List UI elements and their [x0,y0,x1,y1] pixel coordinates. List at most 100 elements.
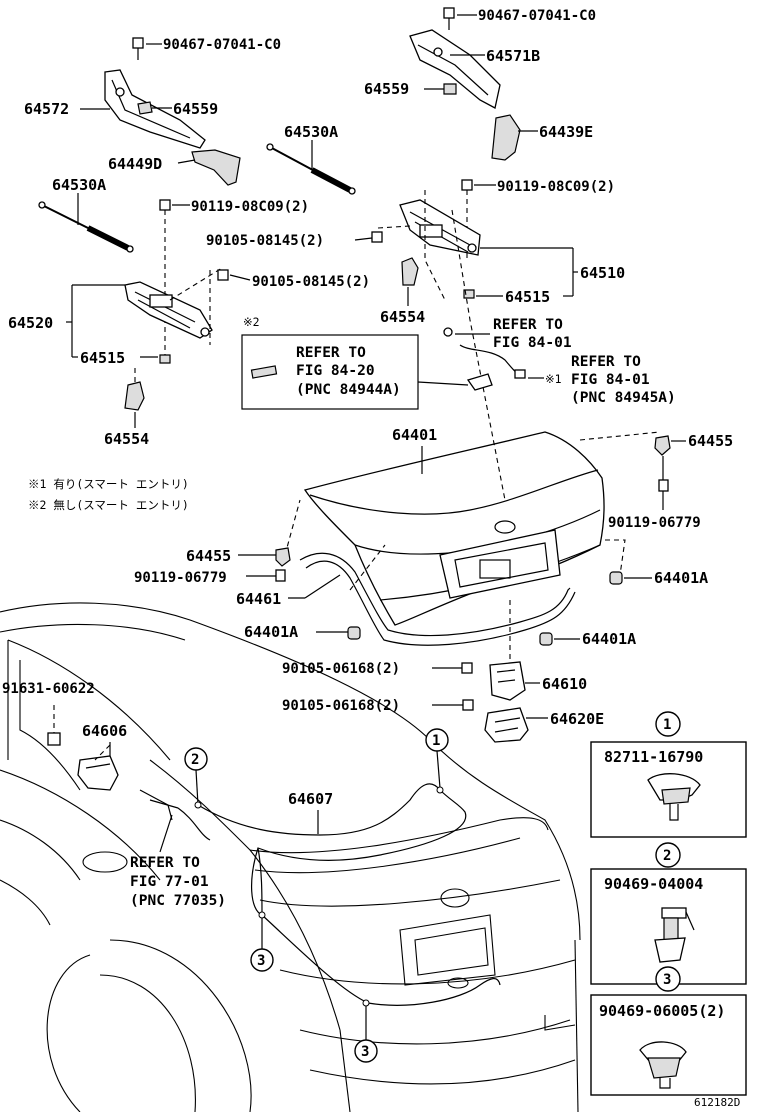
ref3-line2: FIG 84-20 [296,363,375,379]
ref4-line3: (PNC 77035) [130,893,226,909]
hinge-64571b [409,29,501,109]
ref3-line1: REFER TO [296,345,366,361]
label-64401a-a: 64401A [654,569,708,587]
label-64401a-b: 64401A [244,623,298,641]
stop-64455-left [275,547,291,567]
bolt-top-right [443,7,455,30]
bolt-90105-06168-b [462,699,474,711]
lever-64606 [47,705,119,791]
detail-1-number: 1 [663,717,671,733]
label-91631: 91631-60622 [2,681,95,697]
label-64515-a: 64515 [505,288,550,306]
ref4-line1: REFER TO [130,855,200,871]
ref3-line3: (PNC 84944A) [296,382,401,398]
callout-1-cable: 1 [432,733,440,749]
car-body [0,602,581,1112]
detail-1-part: 82711-16790 [604,748,703,766]
screw-90119-06779-right [658,479,669,492]
detail-3: 3 90469-06005(2) [590,966,747,1096]
label-64515-b: 64515 [80,349,125,367]
label-64610: 64610 [542,675,587,693]
label-90467-a: 90467-07041-C0 [478,8,596,24]
lock-64610 [489,600,526,701]
ref2-mark: ※1 [545,372,562,386]
ref2-line3: (PNC 84945A) [571,390,676,406]
label-64401a-c: 64401A [582,630,636,648]
hinge-64510 [377,190,481,301]
label-90105-08145-a: 90105-08145(2) [206,233,324,249]
detail-1: 1 82711-16790 [590,711,747,838]
strut-64530a-right [266,143,356,195]
label-64572: 64572 [24,100,69,118]
clip-64559-left [137,101,153,115]
note-2: ※2 無し(スマート エントリ) [28,498,189,512]
label-64559-b: 64559 [364,80,409,98]
callout-3-cable-b: 3 [361,1044,369,1060]
detail-3-part: 90469-06005(2) [599,1002,725,1020]
label-90105-06168-a: 90105-06168(2) [282,661,400,677]
cover-64439e [491,114,521,161]
label-64554-b: 64554 [104,430,149,448]
ref2-line1: REFER TO [571,354,641,370]
hinge-64520 [124,267,223,345]
cushion-64401a-left [347,626,361,640]
note-1: ※1 有り(スマート エントリ) [28,477,189,491]
diagram-code: 612182D [694,1096,740,1109]
detail-2-part: 90469-04004 [604,875,703,893]
bumper-64554-right [401,257,419,286]
bolt-90119-08c09-left [159,199,171,355]
label-64530a-b: 64530A [52,176,106,194]
label-64606: 64606 [82,722,127,740]
opener-switch [443,327,526,391]
ref2-line2: FIG 84-01 [571,372,650,388]
label-90467-b: 90467-07041-C0 [163,37,281,53]
label-64439e: 64439E [539,123,593,141]
stopper-64515-left [159,354,171,364]
bolt-top-left [132,37,144,60]
label-64530a-a: 64530A [284,123,338,141]
detail-2: 2 90469-04004 [590,842,747,985]
labels: 90467-07041-C0 90467-07041-C0 64571B 645… [2,8,740,1109]
weatherstrip-64461 [299,552,576,646]
clip-64559-right [443,83,457,95]
cushion-64401a-right [609,571,623,585]
hinge-64572 [104,69,206,149]
opener-switch-alt [250,365,278,379]
detail-3-number: 3 [663,972,671,988]
stopper-64515-right [463,289,475,299]
latch-64620e [484,707,529,743]
label-64449d: 64449D [108,155,162,173]
label-90119-06779-a: 90119-06779 [608,515,701,531]
label-64620e: 64620E [550,710,604,728]
detail-2-number: 2 [663,848,671,864]
label-64520: 64520 [8,314,53,332]
label-64455-a: 64455 [688,432,733,450]
label-64510: 64510 [580,264,625,282]
label-90105-08145-b: 90105-08145(2) [252,274,370,290]
ref1-line2: FIG 84-01 [493,335,572,351]
bumper-64554-left [124,381,145,411]
ref4-line2: FIG 77-01 [130,874,209,890]
screw-90119-06779-left [275,569,286,582]
callout-3-cable-a: 3 [257,953,265,969]
label-90119-08c09-b: 90119-08C09(2) [191,199,309,215]
bolt-90105-08145-left [217,269,229,281]
cover-64449d [191,149,241,186]
label-64571b: 64571B [486,47,540,65]
label-64607: 64607 [288,790,333,808]
label-64554-a: 64554 [380,308,425,326]
callouts: 1 2 3 3 [184,728,449,1063]
strut-64530a-left [38,201,134,253]
cushion-64401a-bottom [539,632,553,646]
ref1-line1: REFER TO [493,317,563,333]
label-64401: 64401 [392,426,437,444]
label-90119-08c09-a: 90119-08C09(2) [497,179,615,195]
trunk-lid-64401 [284,209,661,626]
cable-64607 [139,783,501,1006]
label-90105-06168-b: 90105-06168(2) [282,698,400,714]
label-90119-06779-b: 90119-06779 [134,570,227,586]
bolt-90105-06168-a [461,662,473,674]
bolt-90105-08145-right [371,231,383,243]
